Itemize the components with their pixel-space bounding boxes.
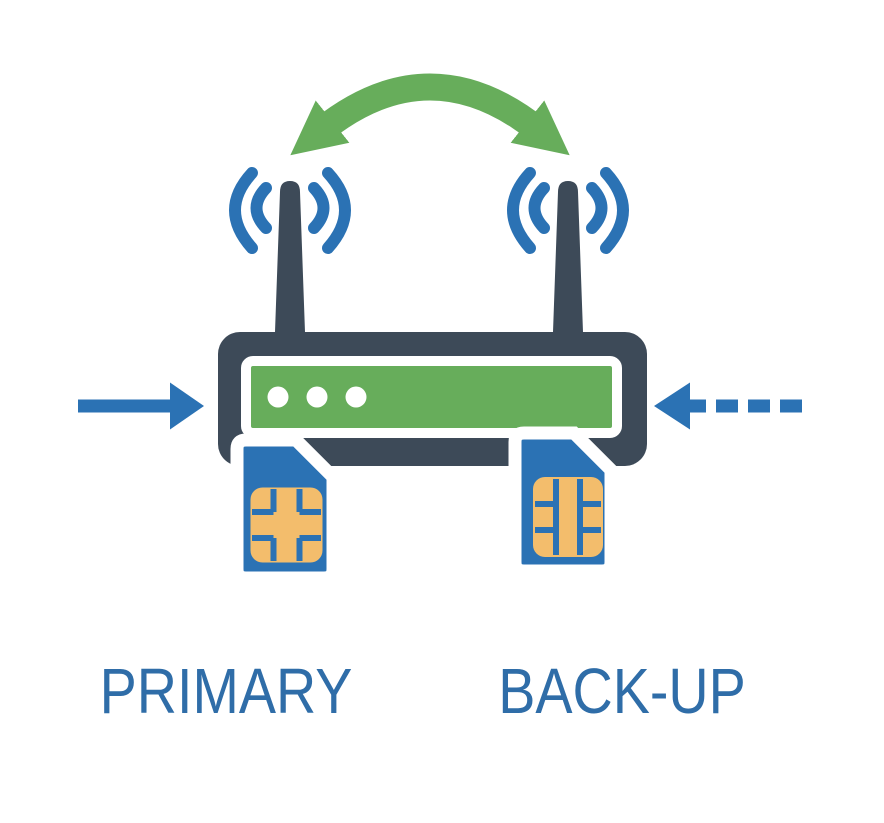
router-front-panel [241,356,622,438]
antenna-mast [275,181,305,332]
wifi-wave-icon [322,167,351,254]
wifi-wave-icon [308,182,330,234]
wifi-wave-icon [507,167,536,254]
backup-antenna-icon [507,167,629,332]
backup-dashed-arrow-icon [654,382,806,430]
wifi-wave-icon [229,167,258,254]
wifi-wave-icon [600,167,629,254]
antenna-mast [553,181,583,332]
primary-antenna-icon [229,167,351,332]
status-led [267,386,289,408]
primary-sim-icon [230,433,340,585]
backup-label: BACK-UP [498,655,746,727]
arrow-shaft [78,399,172,413]
arrow-head [170,382,204,430]
sim-chip-contacts [252,489,321,561]
arrow-head [654,382,690,430]
swap-arrow-icon [290,73,570,156]
sim-chip [533,477,603,557]
sim-chip [250,487,323,563]
status-led [345,386,367,408]
wifi-wave-icon [250,182,272,234]
backup-sim-icon [508,426,618,578]
status-led [306,386,328,408]
primary-inbound-arrow-icon [78,382,204,430]
swap-arrow-arc [290,73,570,156]
wifi-wave-icon [586,182,608,234]
wifi-wave-icon [528,182,550,234]
primary-label: PRIMARY [99,655,353,727]
sim-chip-contacts [535,479,601,555]
